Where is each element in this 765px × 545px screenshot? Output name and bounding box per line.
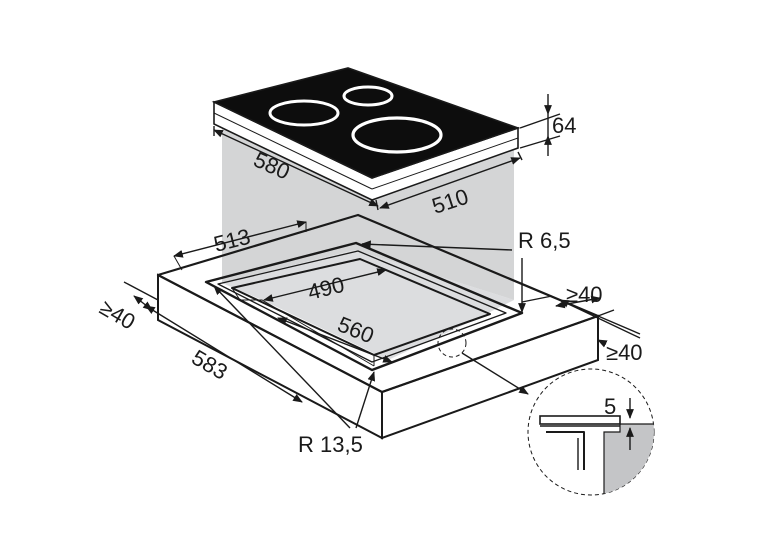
dim-inner-radius: R 6,5 bbox=[361, 228, 571, 313]
detail-glass-edge bbox=[539, 415, 621, 425]
detail-marker-small bbox=[437, 328, 467, 358]
dim-margin-front: ≥40 bbox=[559, 299, 643, 365]
label-hob-height: 64 bbox=[552, 113, 576, 138]
detail-worktop-section bbox=[603, 423, 654, 495]
dim-margin-right: ≥40 bbox=[521, 282, 615, 317]
cooking-zone-small bbox=[342, 85, 394, 107]
dim-outer-radius: R 13,5 bbox=[213, 285, 376, 457]
label-margin-front: ≥40 bbox=[606, 340, 643, 365]
label-margin-right: ≥40 bbox=[566, 282, 603, 307]
label-inner-radius: R 6,5 bbox=[518, 228, 571, 253]
detail-callout bbox=[437, 328, 529, 395]
detail-view: 5 bbox=[527, 368, 655, 496]
label-recess: 5 bbox=[604, 394, 616, 419]
label-margin-left: ≥40 bbox=[96, 295, 140, 335]
dim-hob-height: 64 bbox=[519, 94, 576, 156]
cooking-zone-medium bbox=[268, 99, 340, 127]
label-outer-radius: R 13,5 bbox=[298, 432, 363, 457]
